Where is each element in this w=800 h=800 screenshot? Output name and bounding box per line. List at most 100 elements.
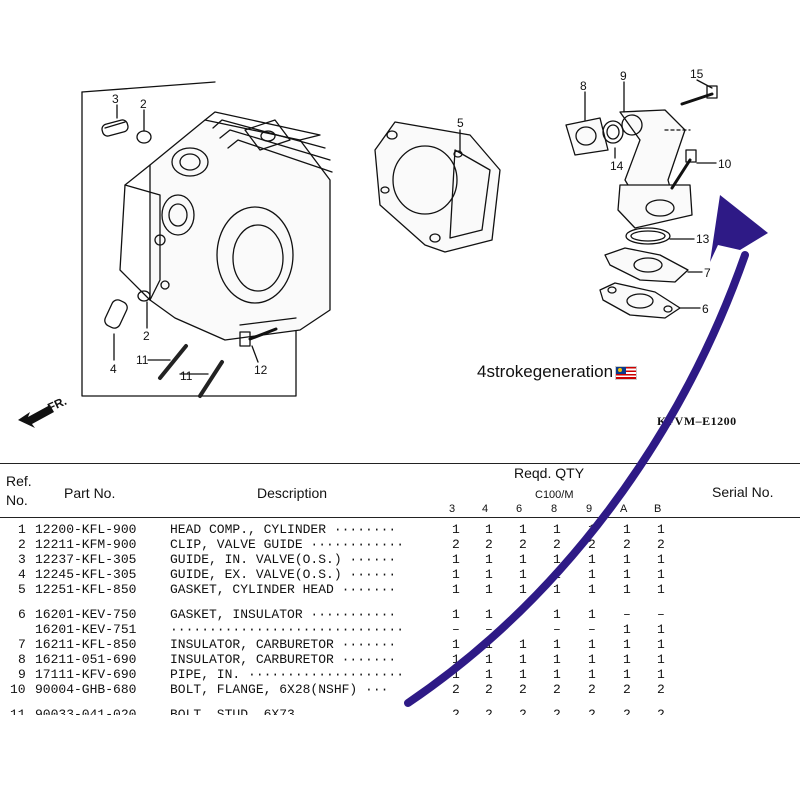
- cell-qty: 1: [452, 607, 460, 622]
- cell-qty: 1: [485, 607, 493, 622]
- cell-description: BOLT, FLANGE, 6X28(NSHF) ···: [170, 682, 389, 697]
- cell-ref: 5: [18, 582, 26, 597]
- cell-qty: 1: [657, 622, 665, 637]
- cell-description: PIPE, IN. ····················: [170, 667, 405, 682]
- cell-qty: 2: [485, 537, 493, 552]
- cell-qty: 1: [519, 667, 527, 682]
- callout-13: 13: [696, 232, 710, 246]
- cell-qty: 1: [588, 667, 596, 682]
- cell-qty: 2: [553, 682, 561, 697]
- cell-qty: 1: [588, 607, 596, 622]
- cell-part-no: 16201-KEV-750: [35, 607, 137, 622]
- cell-ref: 4: [18, 567, 26, 582]
- cylinder-head-gasket-drawing: [374, 121, 501, 253]
- cell-qty: 1: [623, 637, 631, 652]
- cell-ref: 10: [10, 682, 26, 697]
- header-model: C100/M: [535, 489, 574, 501]
- qty-col-header: 3: [449, 503, 456, 515]
- cell-qty: 2: [452, 682, 460, 697]
- cell-qty: 1: [657, 522, 665, 537]
- valve-guide-clip-top-drawing: [136, 130, 152, 144]
- cell-qty: 1: [553, 637, 561, 652]
- cell-ref: 6: [18, 607, 26, 622]
- cell-qty: 1: [657, 652, 665, 667]
- cell-qty: –: [588, 622, 596, 637]
- callout-10: 10: [718, 157, 732, 171]
- callout-15: 15: [690, 67, 704, 81]
- diagram-drawing: FR.: [18, 79, 718, 428]
- valve-guide-ex-drawing: [104, 299, 128, 329]
- row-group-gap: [0, 597, 800, 607]
- cell-qty: 1: [588, 652, 596, 667]
- cell-qty: –: [657, 607, 665, 622]
- cell-description: GUIDE, EX. VALVE(O.S.) ······: [170, 567, 397, 582]
- cell-qty: 1: [657, 667, 665, 682]
- cell-qty: –: [553, 622, 561, 637]
- cell-qty: 2: [519, 707, 527, 715]
- intake-pipe-drawing: [565, 85, 718, 229]
- table-header-rule: [0, 517, 800, 518]
- cell-part-no: 16211-051-690: [35, 652, 137, 667]
- cell-part-no: 12245-KFL-305: [35, 567, 137, 582]
- malaysia-flag-icon: [615, 365, 638, 380]
- cell-qty: 1: [623, 522, 631, 537]
- cell-qty: 1: [623, 582, 631, 597]
- cell-qty: 1: [519, 582, 527, 597]
- callout-5: 5: [457, 116, 464, 130]
- cell-qty: 1: [452, 652, 460, 667]
- row-group-gap: [0, 697, 800, 707]
- cell-qty: 1: [452, 637, 460, 652]
- qty-col-header: 6: [516, 503, 523, 515]
- cell-qty: –: [452, 622, 460, 637]
- front-direction-icon: [18, 405, 54, 428]
- qty-col-header: 8: [551, 503, 558, 515]
- header-serial-no: Serial No.: [712, 484, 774, 500]
- cell-qty: 1: [452, 567, 460, 582]
- cell-qty: 1: [485, 652, 493, 667]
- cell-qty: 1: [485, 567, 493, 582]
- cell-qty: –: [623, 607, 631, 622]
- callout-11-a: 11: [136, 353, 149, 367]
- cell-qty: 1: [485, 637, 493, 652]
- cell-qty: 2: [657, 537, 665, 552]
- cell-qty: 1: [623, 652, 631, 667]
- cell-part-no: 16211-KFL-850: [35, 637, 137, 652]
- callout-3: 3: [112, 92, 119, 106]
- cell-part-no: 17111-KFV-690: [35, 667, 137, 682]
- flange-bolt-12-drawing: [239, 327, 278, 347]
- header-no: No.: [6, 492, 28, 508]
- callout-8: 8: [580, 79, 587, 93]
- callout-4: 4: [110, 362, 117, 376]
- qty-col-header: 4: [482, 503, 489, 515]
- cell-qty: 1: [485, 552, 493, 567]
- cell-ref: 7: [18, 637, 26, 652]
- callout-2-top: 2: [140, 97, 147, 111]
- watermark: 4strokegeneration: [477, 362, 638, 382]
- cell-qty: 1: [623, 567, 631, 582]
- cell-description: BOLT, STUD, 6X73: [170, 707, 295, 715]
- cell-ref: 11: [10, 707, 26, 715]
- insulator-gasket-drawing: [599, 282, 681, 319]
- cell-description: INSULATOR, CARBURETOR ·······: [170, 637, 397, 652]
- cell-part-no: 16201-KEV-751: [35, 622, 137, 637]
- callout-9: 9: [620, 69, 627, 83]
- cell-qty: 1: [588, 552, 596, 567]
- cylinder-head-drawing: [119, 111, 333, 341]
- header-ref: Ref.: [6, 473, 32, 489]
- header-reqd-qty: Reqd. QTY: [514, 465, 585, 481]
- cell-qty: 1: [553, 607, 561, 622]
- callout-14: 14: [610, 159, 624, 173]
- cell-qty: 1: [623, 667, 631, 682]
- cell-qty: 1: [452, 552, 460, 567]
- diagram-frame: [81, 91, 297, 397]
- cell-qty: 1: [485, 522, 493, 537]
- cell-description: CLIP, VALVE GUIDE ············: [170, 537, 405, 552]
- cell-qty: 2: [452, 537, 460, 552]
